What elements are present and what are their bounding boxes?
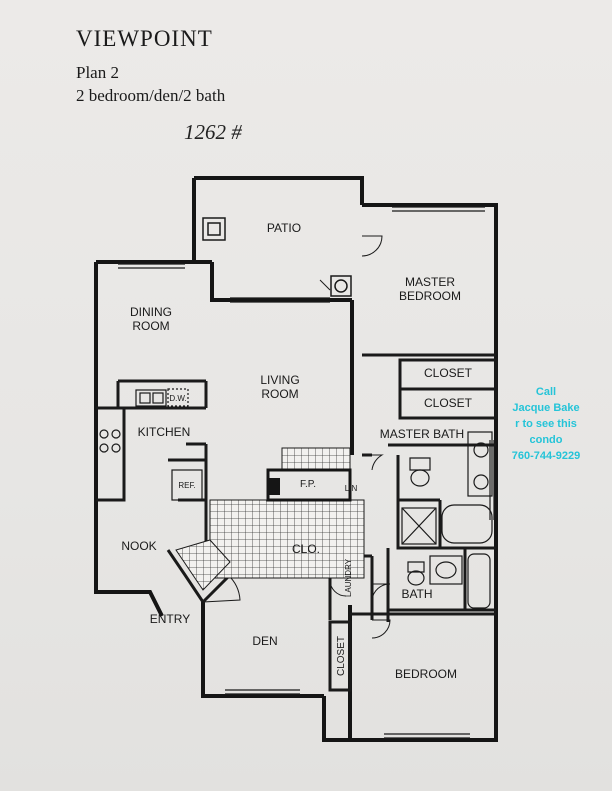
room-label-bath: BATH xyxy=(401,587,432,601)
contact-note-line5: 760-744-9229 xyxy=(511,450,581,462)
hearth-tile xyxy=(281,447,351,471)
room-label-laundry: LAUNDRY xyxy=(344,558,353,597)
room-label-living-2: ROOM xyxy=(261,387,298,401)
fireplace-firebox xyxy=(268,478,280,495)
room-label-coat-closet: CLO. xyxy=(292,542,320,556)
room-label-closet-2: CLOSET xyxy=(424,396,473,410)
room-label-patio: PATIO xyxy=(267,221,301,235)
room-label-master-bedroom: MASTER xyxy=(405,275,455,289)
entry-tile-corner xyxy=(175,539,231,591)
entry-tile-floor xyxy=(209,499,365,579)
room-label-living: LIVING xyxy=(260,373,299,387)
windows xyxy=(118,206,495,739)
bed-bath-summary: 2 bedroom/den/2 bath xyxy=(76,86,226,105)
room-label-den-closet: CLOSET xyxy=(336,636,347,676)
room-label-dining: DINING xyxy=(130,305,172,319)
room-label-master-bedroom-2: BEDROOM xyxy=(399,289,461,303)
room-label-closet-1: CLOSET xyxy=(424,366,473,380)
plan-name: Plan 2 xyxy=(76,63,119,82)
label-refrigerator: REF. xyxy=(178,481,195,490)
room-label-master-bath: MASTER BATH xyxy=(380,427,464,441)
label-fireplace: F.P. xyxy=(300,479,316,490)
room-label-entry: ENTRY xyxy=(150,612,190,626)
page-title: VIEWPOINT xyxy=(76,26,213,51)
room-label-dining-2: ROOM xyxy=(132,319,169,333)
room-label-bedroom: BEDROOM xyxy=(395,667,457,681)
patio-features xyxy=(202,217,352,297)
room-label-kitchen: KITCHEN xyxy=(138,425,191,439)
room-label-den: DEN xyxy=(252,634,277,648)
contact-note-line2: Jacque Bake xyxy=(512,402,580,414)
square-footage-note: 1262 # xyxy=(184,120,242,144)
contact-note-line3: r to see this xyxy=(515,418,577,430)
room-label-nook: NOOK xyxy=(121,539,156,553)
label-linen: LIN xyxy=(345,484,358,493)
bath-fixtures xyxy=(401,431,493,609)
kitchen-fixtures xyxy=(99,388,203,501)
contact-note-line4: condo xyxy=(529,434,563,446)
contact-note-line1: Call xyxy=(535,386,557,398)
exterior-walls xyxy=(94,176,498,742)
label-dishwasher: D.W. xyxy=(169,394,186,403)
